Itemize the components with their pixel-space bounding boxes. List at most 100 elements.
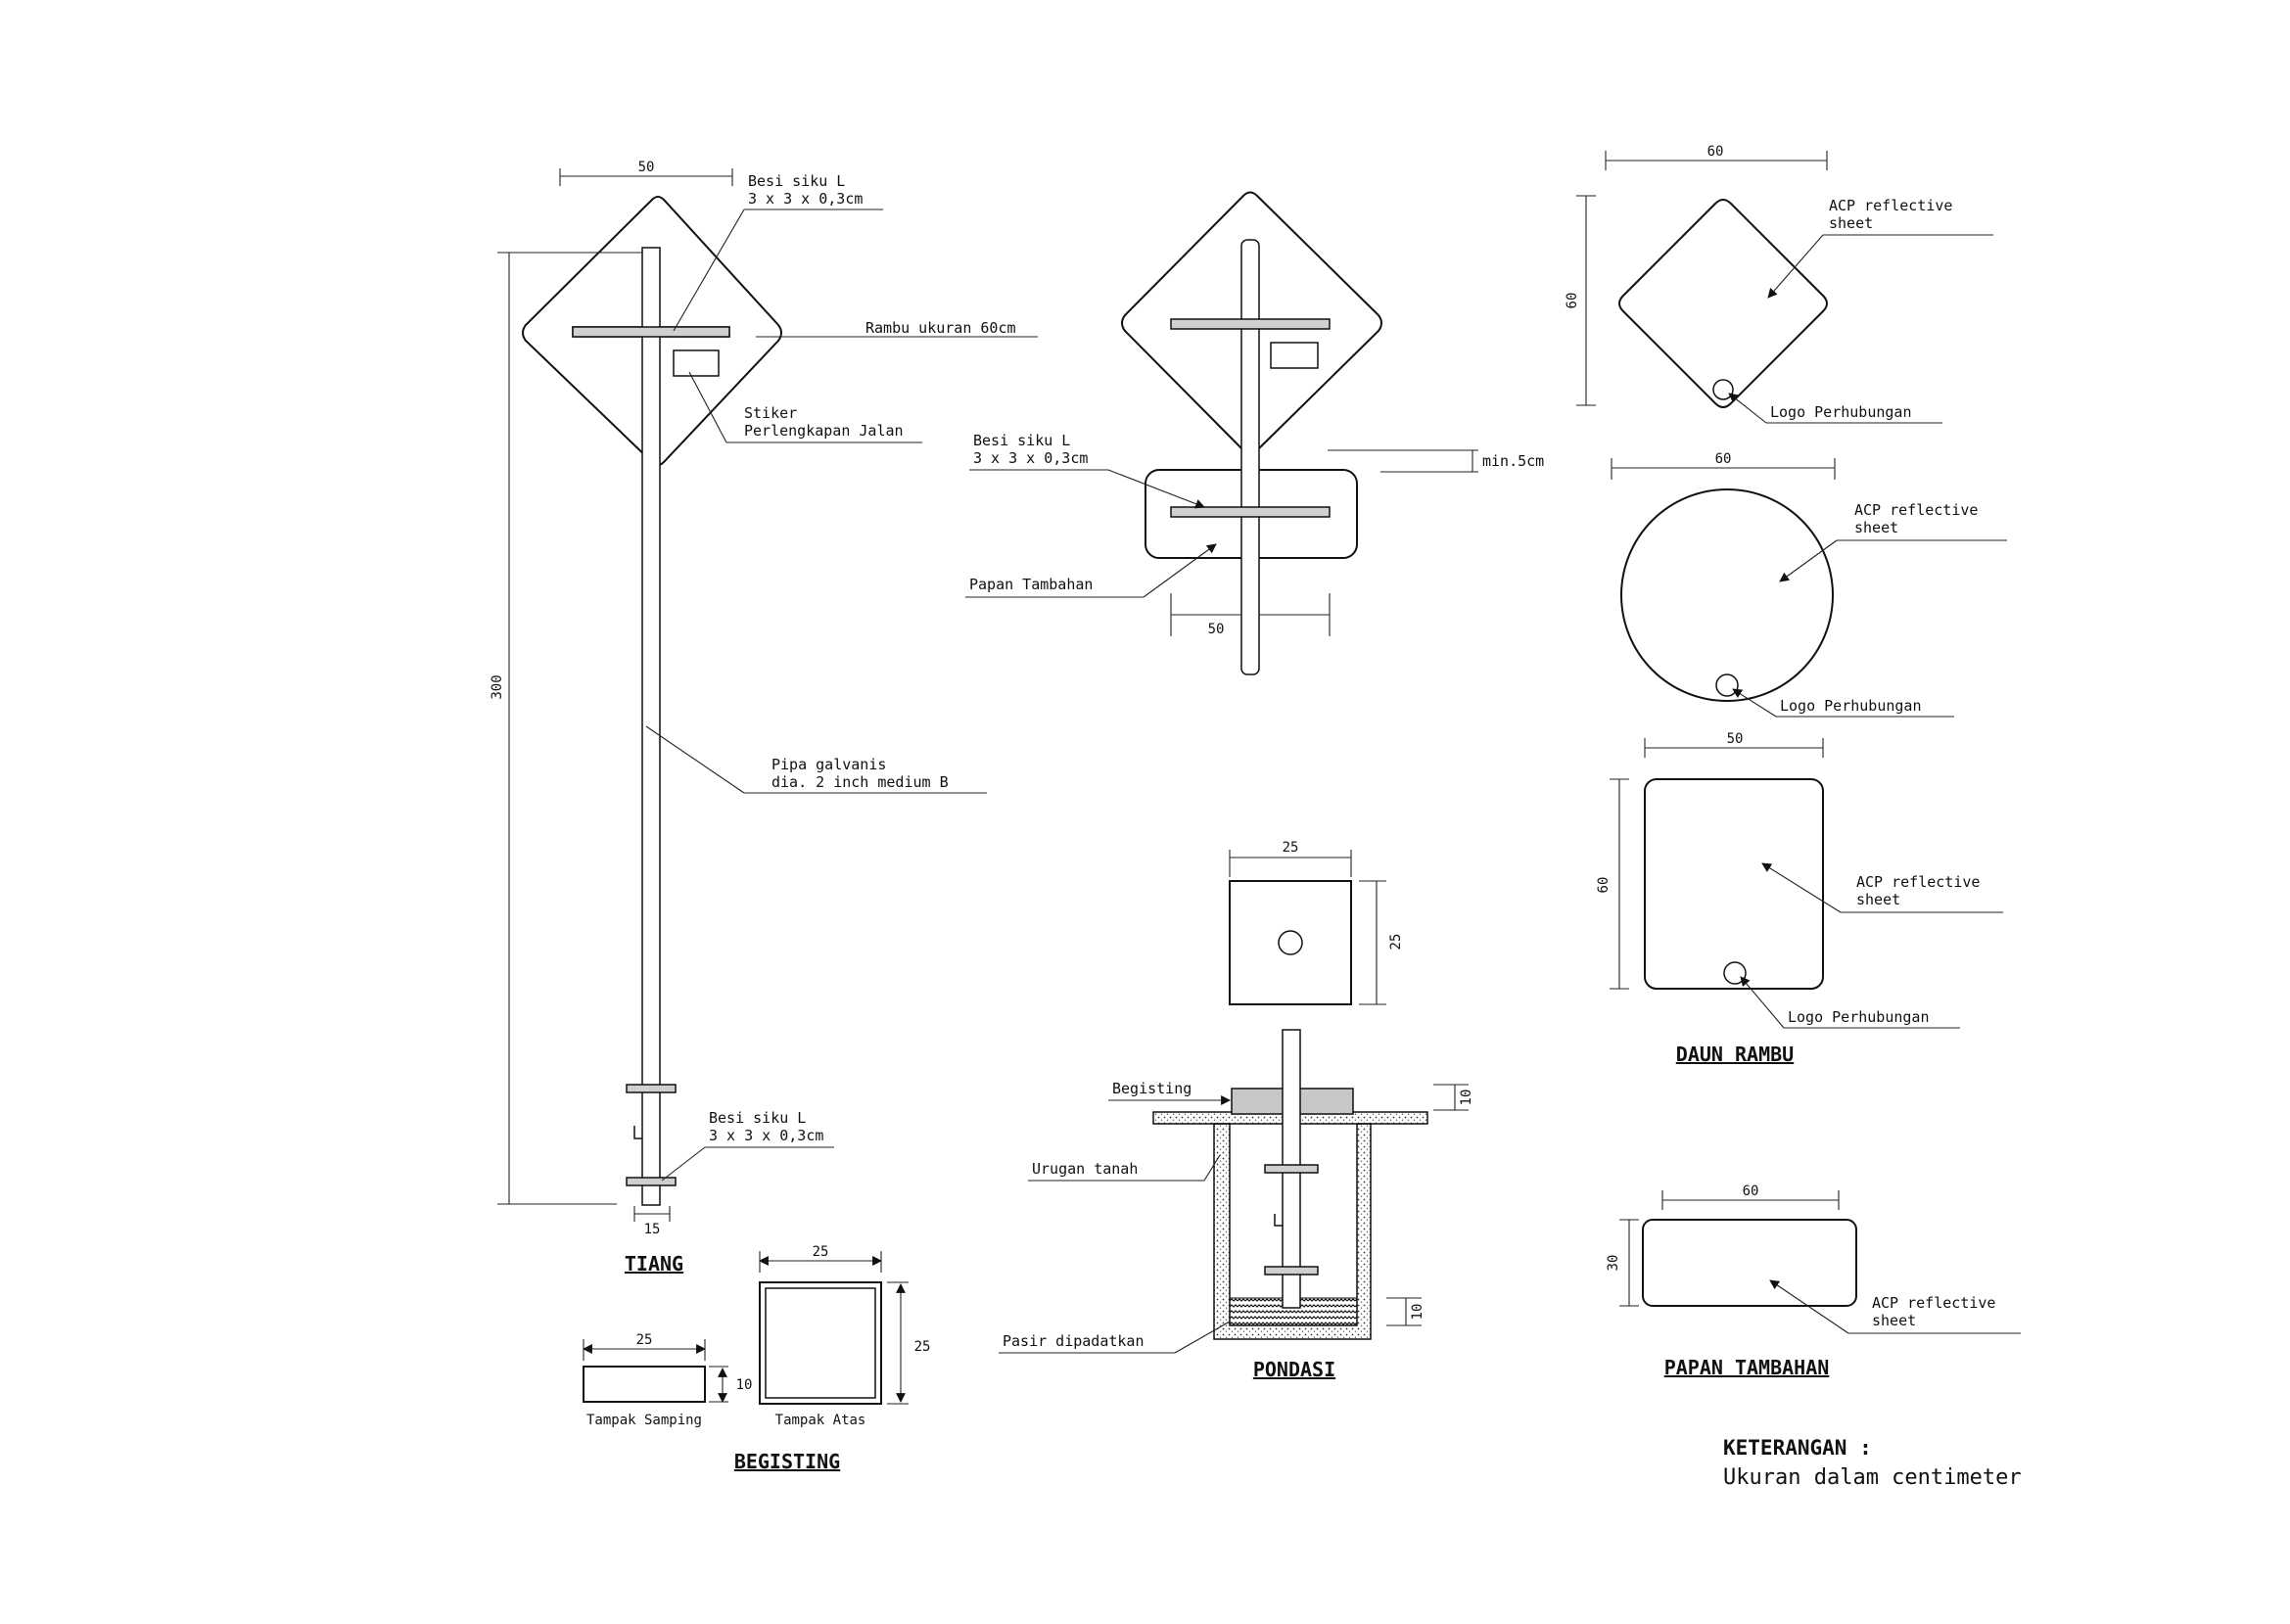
- daun-rect-logo-leader: [1740, 976, 1785, 1029]
- pondasi-anchor-hook: [1274, 1214, 1283, 1227]
- center-label-besi-1: Besi siku L: [973, 432, 1070, 449]
- daun-diamond-sign: [1618, 199, 1828, 408]
- begisting-title: BEGISTING: [734, 1450, 840, 1473]
- daun-circle-logo-circle: [1715, 673, 1739, 697]
- daun-diamond-logo-leader: [1728, 393, 1767, 424]
- center-pole: [1240, 239, 1260, 675]
- daun-diamond-acp-1: ACP reflective: [1829, 197, 1952, 214]
- daun-rect-dim-w: 50: [1727, 731, 1744, 747]
- papan-acp-leader: [1769, 1279, 1849, 1334]
- daun-diamond-logo: Logo Perhubungan: [1770, 403, 1912, 421]
- daun-rect-acp-leader: [1761, 862, 1842, 913]
- daun-diamond-acp-leader: [1767, 234, 1824, 299]
- pondasi-group: 25 25 10 10 Begisting Urugan tanah: [999, 840, 1474, 1381]
- tiang-label-besi-top-1: Besi siku L: [748, 172, 845, 190]
- papan-tambahan-group: 60 30 ACP reflective sheet PAPAN TAMBAHA…: [1606, 1183, 2021, 1379]
- tiang-anchor-hook: [633, 1126, 642, 1139]
- tiang-dim-width: 50: [638, 160, 655, 175]
- tiang-sticker-box: [673, 349, 720, 377]
- daun-circle-sign: [1620, 488, 1834, 702]
- center-cross-bar-bottom: [1170, 506, 1331, 518]
- tiang-leader-besi-bot: [661, 1146, 706, 1182]
- daun-diamond-dim-w: 60: [1707, 144, 1724, 160]
- tiang-plate-lower: [626, 1177, 677, 1186]
- daun-rambu-group: 60 60 ACP reflective sheet Logo Perhubun…: [1565, 144, 2007, 1066]
- pondasi-label-begisting: Begisting: [1112, 1080, 1192, 1097]
- pondasi-dim-bot-layer: 10: [1410, 1304, 1425, 1321]
- begisting-samping-label: Tampak Samping: [586, 1413, 702, 1428]
- center-sign-group: min.5cm Besi siku L 3 x 3 x 0,3cm Papan …: [965, 191, 1544, 675]
- pondasi-leader-urugan: [1203, 1154, 1221, 1182]
- tiang-leader-pipa: [645, 725, 745, 794]
- papan-dim-h: 30: [1606, 1255, 1621, 1272]
- papan-board: [1642, 1219, 1857, 1307]
- daun-circle-acp-2: sheet: [1854, 519, 1898, 536]
- begisting-samping-h: 10: [736, 1377, 753, 1393]
- tiang-dim-height: 300: [490, 674, 505, 699]
- center-cross-bar-top: [1170, 318, 1331, 330]
- daun-circle-acp-leader: [1779, 539, 1838, 582]
- keterangan-text: Ukuran dalam centimeter: [1723, 1465, 2022, 1490]
- begisting-atas-outer: [759, 1281, 882, 1405]
- papan-acp-1: ACP reflective: [1872, 1294, 1995, 1312]
- keterangan-heading: KETERANGAN :: [1723, 1436, 1872, 1460]
- pondasi-plate-upper: [1264, 1164, 1319, 1174]
- center-label-min: min.5cm: [1482, 452, 1544, 470]
- daun-circle-logo: Logo Perhubungan: [1780, 697, 1922, 715]
- daun-rect-acp-2: sheet: [1856, 891, 1900, 908]
- tiang-label-pipa-2: dia. 2 inch medium B: [771, 773, 949, 791]
- papan-tambahan-title: PAPAN TAMBAHAN: [1664, 1356, 1830, 1379]
- daun-rect-logo: Logo Perhubungan: [1788, 1008, 1930, 1026]
- tiang-title: TIANG: [625, 1252, 683, 1276]
- pondasi-dim-top-h: 25: [1388, 934, 1404, 951]
- daun-diamond-logo-circle: [1712, 379, 1734, 400]
- pondasi-plate-lower: [1264, 1266, 1319, 1276]
- begisting-atas-inner: [765, 1287, 876, 1399]
- center-dim-width: 50: [1208, 622, 1225, 637]
- tiang-label-pipa-1: Pipa galvanis: [771, 756, 886, 773]
- tiang-leader-besi-top: [673, 209, 745, 332]
- pondasi-title: PONDASI: [1253, 1358, 1335, 1381]
- center-label-papan: Papan Tambahan: [969, 576, 1093, 593]
- begisting-samping-w: 25: [636, 1332, 653, 1348]
- pondasi-label-urugan: Urugan tanah: [1032, 1160, 1138, 1178]
- center-sticker-box: [1270, 342, 1319, 369]
- tiang-label-besi-bot-2: 3 x 3 x 0,3cm: [709, 1127, 823, 1144]
- daun-diamond-dim-h: 60: [1565, 293, 1580, 309]
- begisting-group: 25 10 Tampak Samping 25 25 Tampak Atas B…: [583, 1244, 931, 1473]
- daun-circle-logo-leader: [1732, 688, 1777, 718]
- center-label-besi-2: 3 x 3 x 0,3cm: [973, 449, 1088, 467]
- daun-circle-acp-1: ACP reflective: [1854, 501, 1978, 519]
- daun-rect-dim-h: 60: [1596, 877, 1612, 894]
- daun-circle-dim-w: 60: [1715, 451, 1732, 467]
- pondasi-dim-top-w: 25: [1283, 840, 1299, 856]
- papan-acp-2: sheet: [1872, 1312, 1916, 1329]
- daun-diamond-acp-2: sheet: [1829, 214, 1873, 232]
- tiang-leader-stiker: [688, 371, 727, 443]
- daun-rambu-title: DAUN RAMBU: [1676, 1043, 1794, 1066]
- tiang-label-besi-bot-1: Besi siku L: [709, 1109, 806, 1127]
- daun-rect-acp-1: ACP reflective: [1856, 873, 1980, 891]
- tiang-label-stiker-2: Perlengkapan Jalan: [744, 422, 904, 440]
- keterangan-group: KETERANGAN : Ukuran dalam centimeter: [1723, 1436, 2022, 1490]
- pondasi-label-pasir: Pasir dipadatkan: [1003, 1332, 1145, 1350]
- pondasi-top-view-hole: [1278, 930, 1303, 955]
- tiang-label-rambu: Rambu ukuran 60cm: [865, 319, 1016, 337]
- begisting-samping-rect: [583, 1366, 706, 1403]
- pondasi-dim-top-layer: 10: [1459, 1090, 1474, 1106]
- papan-dim-w: 60: [1743, 1183, 1759, 1199]
- tiang-label-stiker-1: Stiker: [744, 404, 797, 422]
- begisting-atas-label: Tampak Atas: [775, 1413, 866, 1428]
- tiang-pole: [641, 247, 661, 1206]
- daun-rect-logo-circle: [1723, 961, 1747, 985]
- tiang-label-besi-top-2: 3 x 3 x 0,3cm: [748, 190, 863, 208]
- daun-rect-sign: [1644, 778, 1824, 990]
- tiang-group: 50 300 15 Besi siku L 3 x 3 x 0,3cm Ra: [490, 160, 1038, 1276]
- pondasi-leader-pasir: [1174, 1321, 1231, 1354]
- begisting-atas-h: 25: [914, 1339, 931, 1355]
- tiang-plate-upper: [626, 1084, 677, 1093]
- tiang-dim-base: 15: [644, 1222, 661, 1237]
- begisting-atas-w: 25: [813, 1244, 829, 1260]
